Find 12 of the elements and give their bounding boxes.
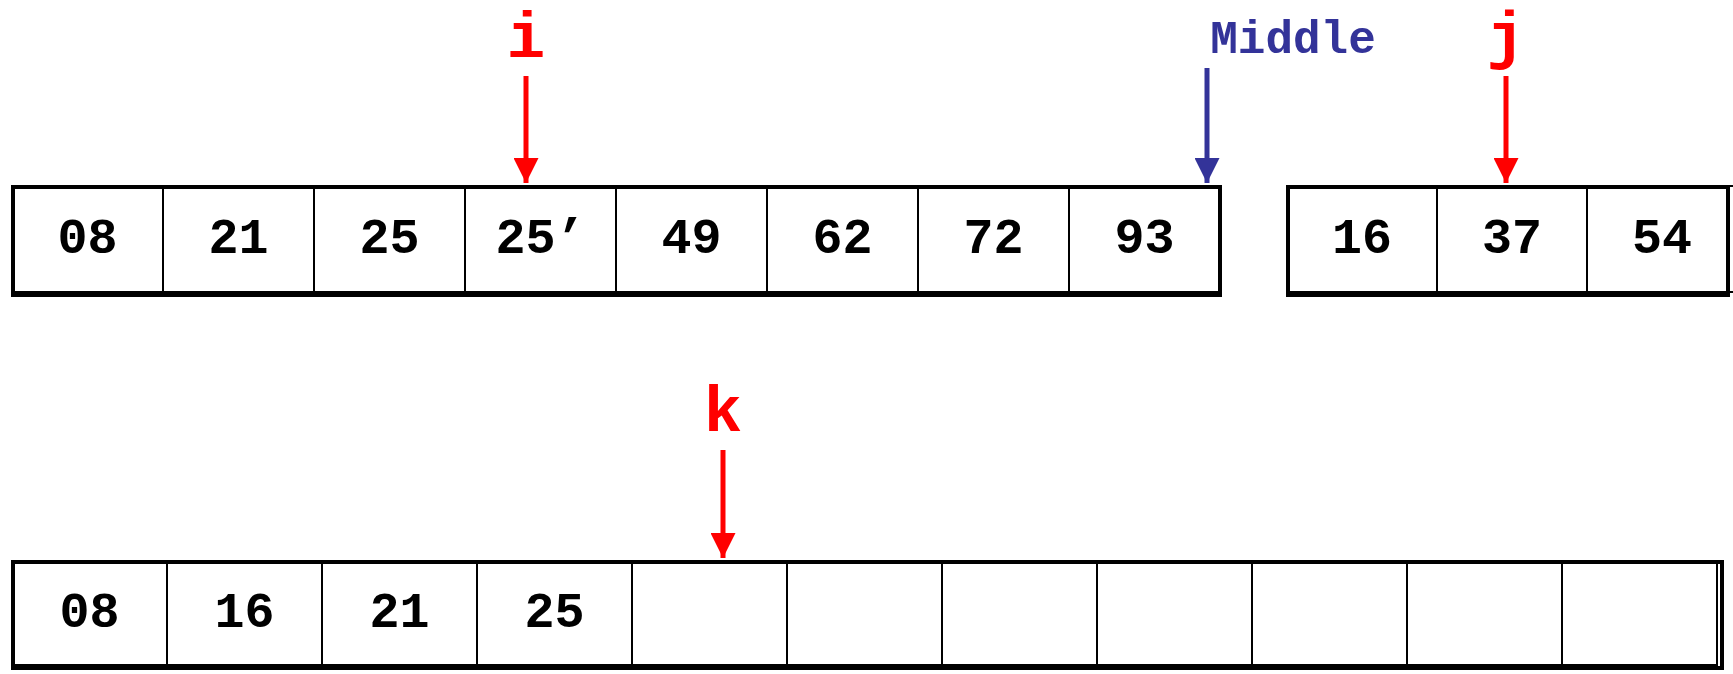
pointer-label: Middle: [1180, 18, 1406, 64]
pointer-arrow: [710, 450, 736, 558]
pointer-arrow: [1194, 68, 1220, 183]
pointer-label: j: [1476, 8, 1536, 72]
array-bar: [1286, 185, 1730, 297]
array-bar: [11, 560, 1724, 670]
array-bar: [11, 185, 1222, 297]
pointer-label: i: [496, 8, 556, 72]
pointer-arrow: [1493, 76, 1519, 183]
array-cell: 54: [1586, 185, 1733, 293]
pointer-label: k: [693, 382, 753, 446]
pointer-arrow: [513, 76, 539, 183]
